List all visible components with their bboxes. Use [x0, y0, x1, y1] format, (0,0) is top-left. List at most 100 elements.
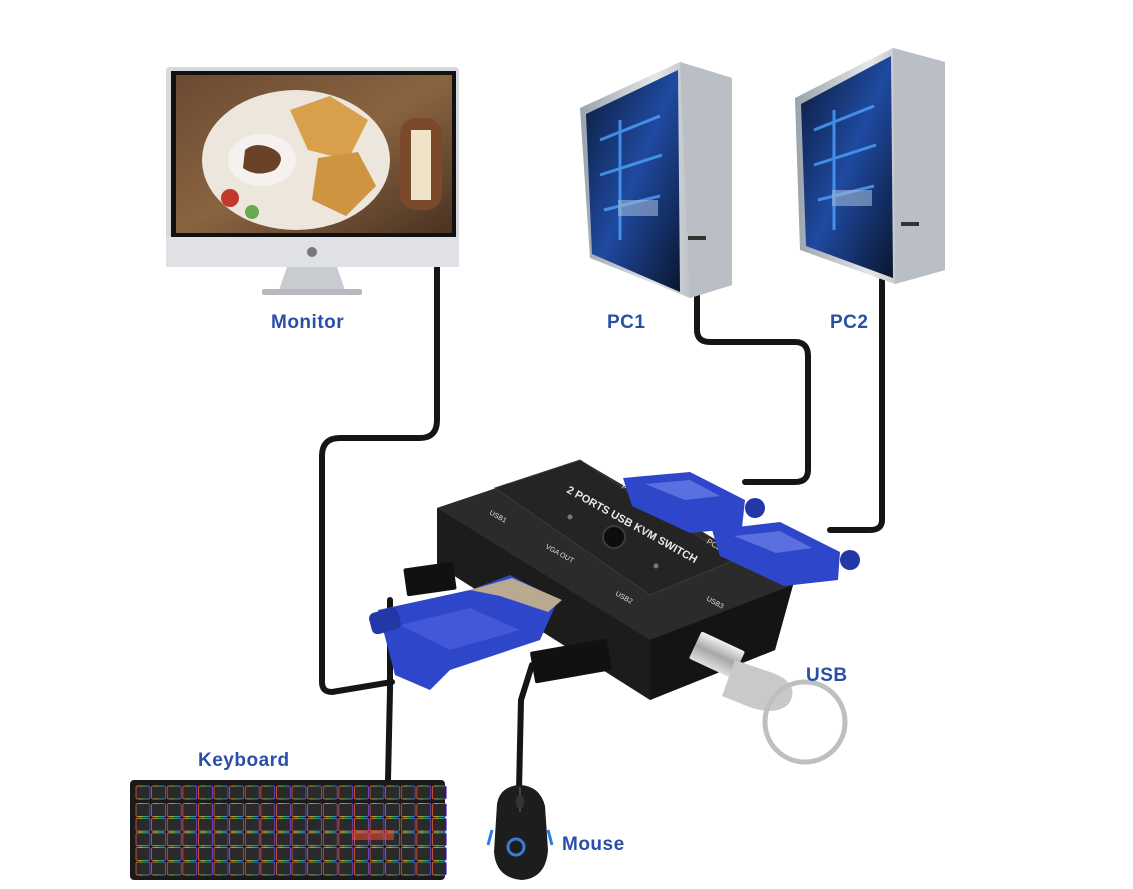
keyboard-key — [229, 832, 245, 847]
pc1-cable — [694, 287, 811, 485]
keyboard-key — [385, 785, 401, 800]
keyboard-key — [291, 832, 307, 847]
keyboard-key — [275, 785, 291, 800]
keyboard-label: Keyboard — [198, 750, 290, 771]
keyboard-key — [229, 847, 245, 861]
keyboard-key — [291, 861, 307, 876]
keyboard-key — [166, 785, 182, 800]
keyboard-key — [229, 803, 245, 817]
keyboard-key — [244, 785, 260, 800]
usb-plug-mouse — [530, 638, 612, 684]
keyboard-key — [213, 861, 229, 876]
keyboard-key — [369, 817, 385, 832]
keyboard-key — [431, 847, 447, 861]
keyboard-key — [260, 785, 276, 800]
keyboard-key — [166, 832, 182, 847]
keyboard-key — [322, 847, 338, 861]
usb-plug-keyboard — [403, 561, 457, 597]
keyboard-key — [307, 803, 323, 817]
keyboard-key — [400, 861, 416, 876]
keyboard-key — [353, 817, 369, 832]
keyboard-key — [322, 785, 338, 800]
keyboard-key — [416, 847, 432, 861]
mouse-cable — [516, 662, 535, 793]
keyboard-key — [353, 803, 369, 817]
keyboard-key — [166, 803, 182, 817]
keyboard-key — [431, 861, 447, 876]
keyboard-key — [151, 847, 167, 861]
keyboard-key — [307, 847, 323, 861]
keyboard-key — [291, 803, 307, 817]
keyboard-key — [260, 861, 276, 876]
keyboard-key — [353, 861, 369, 876]
keyboard-key — [182, 832, 198, 847]
keyboard-key — [135, 847, 151, 861]
keyboard-keys — [135, 785, 447, 876]
pc1-label: PC1 — [607, 312, 646, 333]
led-pc1-icon — [567, 514, 573, 520]
keyboard-key — [353, 785, 369, 800]
keyboard-key — [260, 832, 276, 847]
keyboard-key — [275, 817, 291, 832]
keyboard-key — [385, 861, 401, 876]
keyboard-key — [213, 832, 229, 847]
keyboard-key — [416, 785, 432, 800]
keyboard-key — [151, 817, 167, 832]
keyboard-key — [322, 803, 338, 817]
keyboard-key — [244, 847, 260, 861]
keyboard-key — [385, 817, 401, 832]
keyboard-key — [275, 861, 291, 876]
keyboard-key — [291, 817, 307, 832]
keyboard-key — [416, 803, 432, 817]
keyboard-key — [400, 803, 416, 817]
keyboard-key — [182, 817, 198, 832]
keyboard-key — [431, 785, 447, 800]
keyboard-key — [182, 785, 198, 800]
pc2-tower — [795, 48, 945, 284]
keyboard-key — [291, 847, 307, 861]
keyboard-key — [322, 861, 338, 876]
keyboard-key — [416, 861, 432, 876]
keyboard-key — [338, 785, 354, 800]
monitor-cable — [319, 263, 440, 695]
keyboard-key — [213, 847, 229, 861]
keyboard-key — [135, 861, 151, 876]
keyboard-key — [275, 803, 291, 817]
keyboard-key — [338, 803, 354, 817]
keyboard-key — [322, 832, 338, 847]
keyboard-key — [385, 847, 401, 861]
keyboard-key — [197, 785, 213, 800]
keyboard-key — [260, 817, 276, 832]
keyboard-key — [229, 861, 245, 876]
keyboard-key — [213, 817, 229, 832]
keyboard-key — [400, 817, 416, 832]
pc2-cable — [827, 277, 885, 533]
mouse-label: Mouse — [562, 834, 625, 855]
keyboard-key — [244, 817, 260, 832]
keyboard-key — [151, 785, 167, 800]
keyboard-key — [197, 847, 213, 861]
keyboard-key — [385, 803, 401, 817]
keyboard-key — [166, 861, 182, 876]
pc2-label: PC2 — [830, 312, 869, 333]
keyboard-key — [135, 785, 151, 800]
keyboard-key — [151, 803, 167, 817]
vga-connector-pc2 — [712, 522, 860, 586]
keyboard-key — [182, 861, 198, 876]
keyboard-key — [338, 817, 354, 832]
keyboard-key — [244, 803, 260, 817]
keyboard-key — [431, 832, 447, 847]
usb-flash-drive — [689, 631, 848, 765]
keyboard-key — [135, 817, 151, 832]
monitor-label: Monitor — [271, 312, 345, 333]
keyboard-key — [431, 803, 447, 817]
usb-label: USB — [806, 665, 848, 686]
keyboard-key — [307, 832, 323, 847]
keyboard-key — [213, 785, 229, 800]
keyboard-key — [166, 847, 182, 861]
keyboard-key — [338, 861, 354, 876]
mouse-device — [486, 785, 554, 880]
keyboard-key — [229, 785, 245, 800]
keyboard-key — [307, 817, 323, 832]
